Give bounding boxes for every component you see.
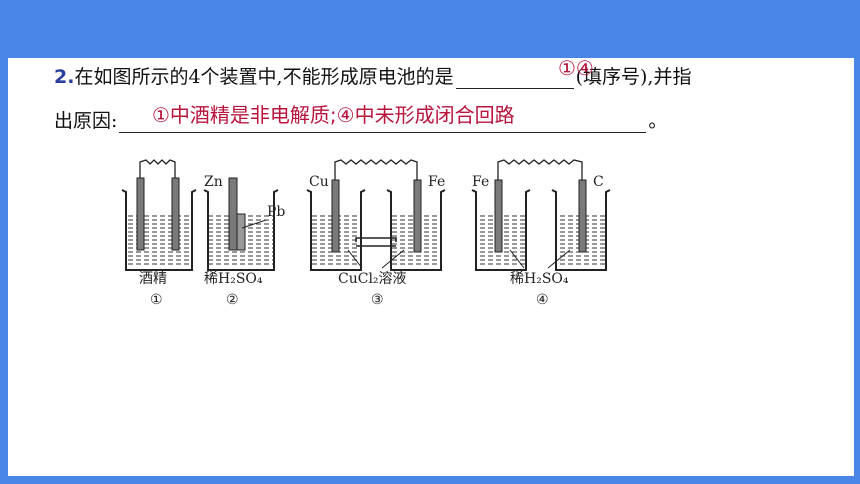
setup-3-pointer-left xyxy=(347,249,363,269)
setup-1-wire xyxy=(139,159,176,178)
answer-blank-1 xyxy=(455,68,574,89)
setup-2-pb-pointer xyxy=(241,219,267,229)
setup-4-beaker-left xyxy=(471,189,531,271)
setup-4-wire xyxy=(497,159,583,180)
question-line2-prefix: 出原因: xyxy=(54,110,118,132)
setup-3-pointer-right xyxy=(381,249,405,269)
setup-3-fe-label: Fe xyxy=(428,174,446,190)
setup-2-zn-label: Zn xyxy=(204,174,223,190)
question-number: 2. xyxy=(54,66,75,88)
left-border xyxy=(0,0,8,484)
setup-2-label: 稀H₂SO₄ xyxy=(204,271,263,287)
setup-2-pb-label: Pb xyxy=(267,204,286,220)
setup-2-zn-electrode xyxy=(228,177,238,251)
setup-3-cu-label: Cu xyxy=(309,174,329,190)
setup-2-index: ② xyxy=(226,292,239,308)
question-line2-suffix: 。 xyxy=(648,110,668,132)
setup-3-beaker-left xyxy=(306,189,366,271)
question-line-1: 2.在如图所示的4个装置中,不能形成原电池的是 (填序号),并指 xyxy=(54,62,691,89)
slide-content xyxy=(8,58,854,476)
setup-4-fe-label: Fe xyxy=(472,174,490,190)
setup-3-index: ③ xyxy=(371,292,384,308)
setup-2 xyxy=(203,177,279,271)
setup-2-pb-electrode xyxy=(236,213,246,251)
question-text-part1: 在如图所示的4个装置中,不能形成原电池的是 xyxy=(74,66,454,88)
setup-4-pointer-right xyxy=(547,249,571,269)
setup-4-label: 稀H₂SO₄ xyxy=(510,271,569,287)
setup-4 xyxy=(471,159,611,271)
answer-2: ①中酒精是非电解质;④中未形成闭合回路 xyxy=(152,103,515,127)
setup-3-wire xyxy=(334,159,418,180)
apparatus-diagram: 酒精 ① Zn Pb 稀H₂SO₄ ② Cu Fe CuCl₂溶液 ③ Fe C… xyxy=(112,150,632,320)
right-border xyxy=(854,0,860,484)
setup-4-beaker-right xyxy=(551,189,611,271)
answer-blank-2 xyxy=(119,112,647,133)
setup-4-c-electrode xyxy=(578,179,587,253)
answer-1: ①④ xyxy=(558,56,594,80)
setup-3-cu-electrode xyxy=(331,179,340,253)
setup-3-salt-bridge-top xyxy=(355,237,397,242)
setup-1-electrode-left xyxy=(136,177,145,251)
setup-3 xyxy=(306,159,446,271)
setup-3-label: CuCl₂溶液 xyxy=(338,271,407,287)
question-text-part2: (填序号),并指 xyxy=(575,66,692,88)
setup-4-c-label: C xyxy=(593,174,604,190)
bottom-border xyxy=(0,476,860,484)
setup-2-beaker xyxy=(203,189,279,271)
setup-3-fe-electrode xyxy=(413,179,422,253)
setup-1-electrode-right xyxy=(171,177,180,251)
setup-3-beaker-right xyxy=(386,189,446,271)
setup-1 xyxy=(121,159,197,271)
setup-4-pointer-left xyxy=(509,249,525,269)
setup-4-fe-electrode xyxy=(494,179,503,253)
setup-4-index: ④ xyxy=(536,292,549,308)
setup-1-label: 酒精 xyxy=(139,271,167,287)
top-banner xyxy=(0,0,860,58)
setup-1-index: ① xyxy=(150,292,163,308)
question-line-2: 出原因: 。 xyxy=(54,106,667,133)
setup-1-beaker xyxy=(121,189,197,271)
apparatus-svg xyxy=(121,159,611,271)
